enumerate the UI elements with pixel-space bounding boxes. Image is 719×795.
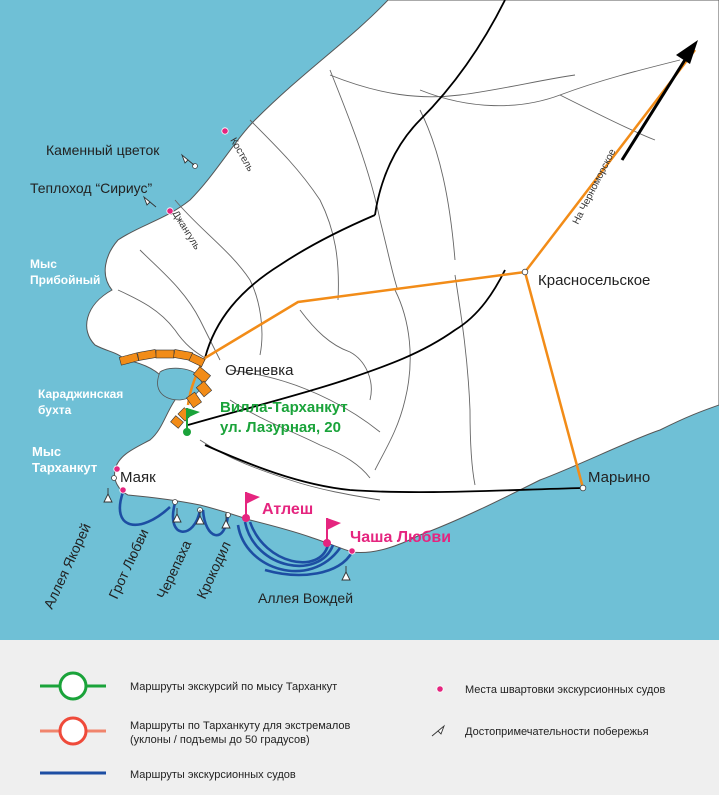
mooring-dot [348, 547, 356, 555]
sight-pointer-icon [341, 566, 351, 581]
label-chasha-lyubvi: Чаша Любви [350, 529, 451, 546]
label-cape-priboiny-2: Прибойный [30, 273, 100, 287]
mooring-dot [221, 127, 229, 135]
legend-boat-text: Маршруты экскурсионных судов [130, 769, 296, 781]
label-alleya-vozhdei: Аллея Вождей [258, 590, 353, 606]
label-villa-line2: ул. Лазурная, 20 [220, 419, 341, 436]
label-cape-tarkhankut-2: Тарханкут [32, 460, 97, 475]
legend-green-routes: Маршруты экскурсий по мысу Тарханкут [40, 671, 337, 701]
sight-pointer-icon [180, 153, 195, 166]
point-dot [111, 475, 117, 481]
label-mayak: Маяк [120, 469, 156, 486]
legend-sights: Достопримечательности побережья [431, 724, 649, 738]
label-teplokhod-sirius: Теплоход “Сириус” [30, 180, 153, 196]
legend-boat-routes: Маршруты экскурсионных судов [40, 769, 296, 781]
legend-mooring-text: Места швартовки экскурсионных судов [465, 684, 665, 696]
legend-mooring: Места швартовки экскурсионных судов [436, 684, 665, 696]
sight-pointer-icon [195, 510, 205, 525]
boat-routes [118, 491, 354, 577]
sight-pointer-icon [172, 508, 182, 523]
villa-flag-icon[interactable] [183, 408, 200, 436]
label-cape-priboiny-1: Мыс [30, 257, 57, 271]
mooring-dot [166, 207, 174, 215]
legend-sights-text: Достопримечательности побережья [465, 726, 649, 738]
label-atlesh: Атлеш [262, 501, 313, 518]
legend-extreme-routes: Маршруты по Тарханкуту для экстремалов (… [40, 716, 351, 746]
point-dot [172, 499, 178, 505]
town-dot-mariono [579, 484, 587, 492]
sight-pointer-icon [103, 488, 113, 503]
olenevka-buildings [118, 349, 213, 429]
label-karadzhinskaya-2: бухта [38, 403, 72, 417]
legend-red-text-1: Маршруты по Тарханкуту для экстремалов [130, 720, 351, 732]
label-olenevka: Оленевка [225, 362, 294, 379]
legend-red-text-2: (уклоны / подъемы до 50 градусов) [130, 734, 310, 746]
label-villa-line1: Вилла-Тарханкут [220, 399, 348, 416]
town-dot-krasnoselskoe [521, 268, 529, 276]
roads [187, 0, 584, 494]
legend-sight-pointer-icon [431, 724, 446, 737]
legend-green-text: Маршруты экскурсий по мысу Тарханкут [130, 681, 337, 693]
chasha-lyubvi-flag-icon[interactable] [323, 518, 341, 547]
direction-arrow [620, 40, 698, 161]
atlesh-flag-icon[interactable] [242, 492, 260, 522]
mooring-dot [119, 486, 127, 494]
sight-pointer-icon [221, 514, 231, 529]
mooring-dot [113, 465, 121, 473]
label-mariono: Марьино [588, 469, 650, 486]
label-kamenny-tsvetok: Каменный цветок [46, 142, 160, 158]
sight-pointer-icon [142, 195, 157, 208]
field-paths [117, 59, 681, 501]
point-dot [225, 512, 231, 518]
label-cape-tarkhankut-1: Мыс [32, 444, 61, 459]
label-krasnoselskoe: Красносельское [538, 272, 650, 289]
legend: Маршруты экскурсий по мысу Тарханкут Мар… [40, 671, 665, 781]
label-karadzhinskaya-1: Караджинская [38, 387, 123, 401]
